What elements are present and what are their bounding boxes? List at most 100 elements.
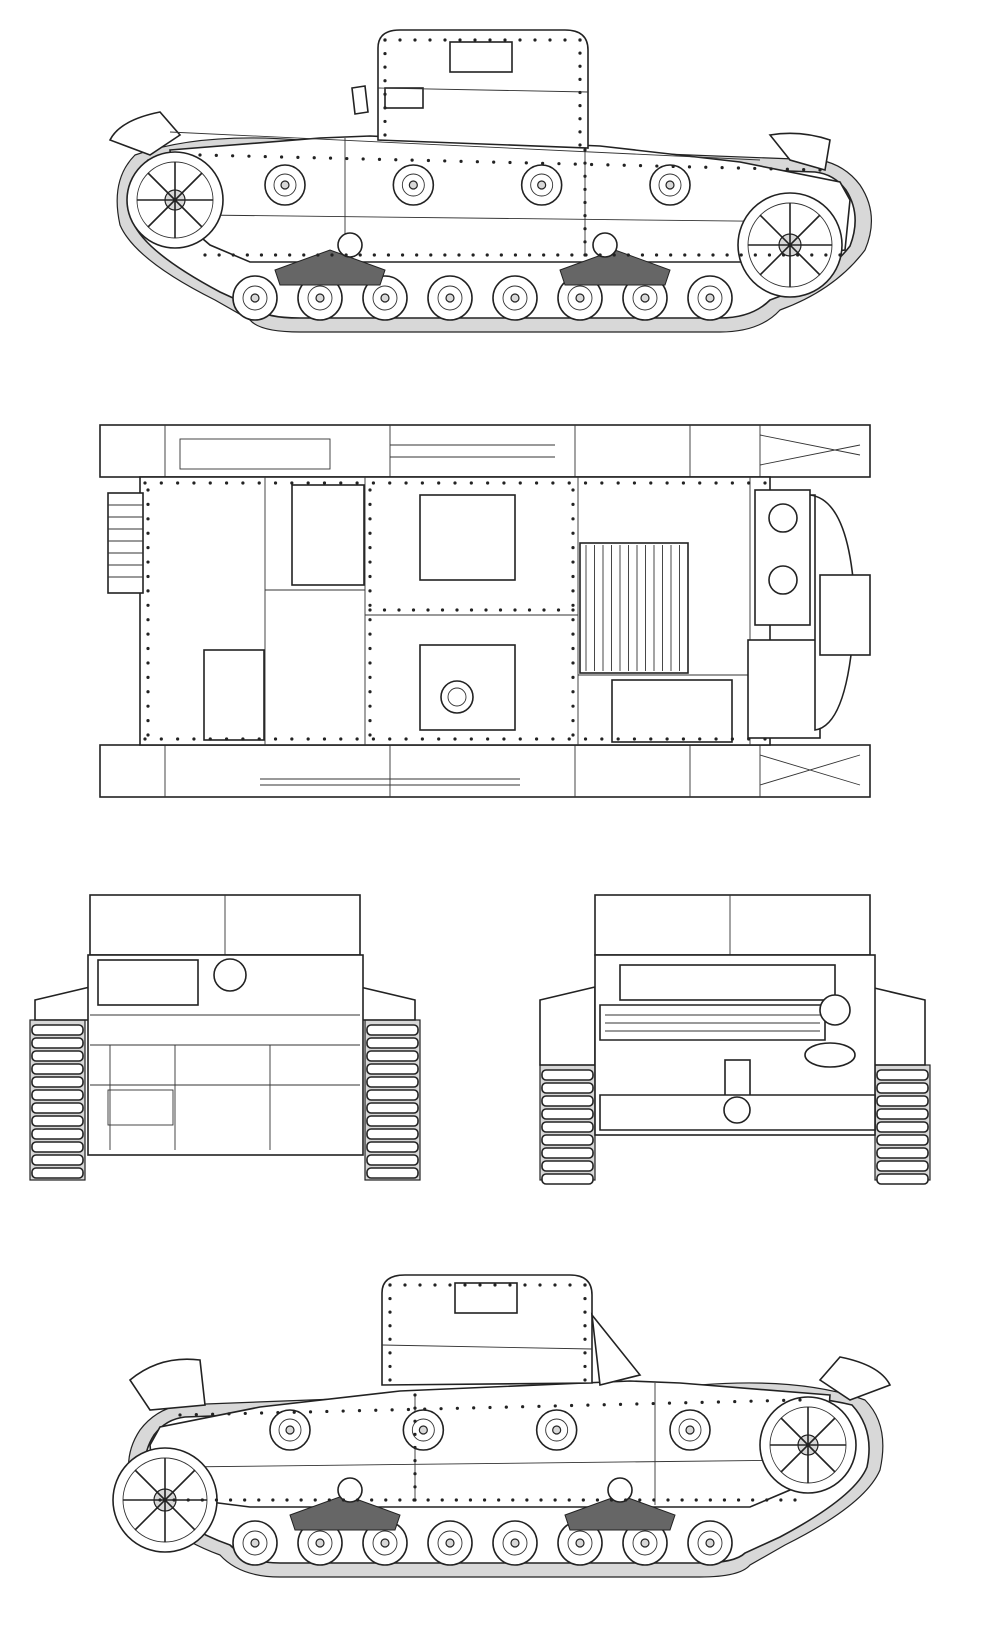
track-link [541,1134,594,1146]
rivet [368,661,372,665]
road-wheel-hub [632,285,658,311]
rivet [296,155,300,159]
side-view-right [112,1274,892,1578]
road-wheel-hub [372,285,398,311]
rivet [571,589,575,593]
rivet [708,1498,712,1502]
rivet [539,1498,543,1502]
rivet [146,675,150,679]
road-wheels [232,275,733,321]
track-link [541,1160,594,1172]
road-wheel-hub [567,1530,593,1556]
rivet [231,154,235,158]
rivet [374,1408,378,1412]
rear-hull [594,894,876,1136]
rivet [429,253,433,257]
road-wheel-axle [575,1538,585,1548]
rivet [618,1402,623,1406]
rivet [285,1498,289,1502]
return-roller-axle [280,180,290,190]
rivet [578,117,582,121]
track-link [876,1108,929,1120]
rivet [288,253,292,257]
rivet [433,1283,437,1287]
rivet [571,574,575,579]
track-link [366,1037,419,1049]
rivet [665,737,669,741]
turret [381,1274,642,1386]
rivet [388,1364,392,1369]
track-link [31,1050,84,1062]
rivet [553,1404,557,1408]
rivet [571,517,575,521]
track-links [541,1069,929,1185]
rivet [358,253,362,257]
road-wheel-axle [380,1538,390,1548]
rivet [437,737,441,741]
return-roller-axle [552,1425,562,1435]
rivet [368,517,372,521]
rivet [651,1401,655,1406]
rivet [146,603,150,607]
engine-grille [579,542,689,674]
road-wheel-hub [437,1530,463,1556]
rivet [513,253,518,257]
rivet [523,1283,527,1287]
rivet [273,253,278,257]
rivet [368,531,372,535]
rivet [589,162,594,167]
track-link [541,1121,594,1133]
track-link [876,1147,929,1159]
rivet [469,481,473,485]
rivet [410,158,414,162]
rivet [426,158,431,163]
driver-visor [97,959,199,1006]
return-roller-hub [273,173,297,197]
rivet [368,502,372,507]
track-link [541,1147,594,1159]
rivet [669,253,673,257]
rivet [143,737,147,741]
rivet [322,481,327,485]
rivet [681,481,686,485]
rivets [158,1283,802,1502]
track-link [541,1082,594,1094]
rivet [306,481,310,485]
rivet [736,166,741,170]
rivet [583,187,587,191]
road-wheel-hub [307,285,333,311]
rivet [276,1411,280,1415]
rivet [533,38,537,42]
rivet [290,737,294,741]
rivet [687,165,692,169]
rivet [415,253,419,257]
rivet [383,92,387,96]
rivet [259,253,264,257]
rivet [388,481,392,485]
rivet [569,1403,574,1408]
rivet [146,646,150,651]
vision-port [384,87,424,109]
rivet [583,253,587,257]
rivet [551,481,555,485]
rivet [443,253,447,257]
rivet [228,1498,233,1502]
rivet [413,1445,417,1450]
rivet [567,481,571,485]
track-link [31,1076,84,1088]
rivet [681,737,686,741]
return-roller-axle [285,1425,295,1435]
rivet [308,1410,313,1414]
rivet [714,481,718,485]
rivet [484,608,488,612]
rivet [368,690,372,694]
rivet [368,608,372,612]
rivet [497,1498,501,1502]
rivet [638,164,643,168]
road-wheel-axle [640,1538,650,1548]
rivet [571,704,575,708]
rivet [716,1400,721,1404]
rivet [439,1407,443,1411]
rivet [302,253,306,257]
rivet [492,160,496,164]
